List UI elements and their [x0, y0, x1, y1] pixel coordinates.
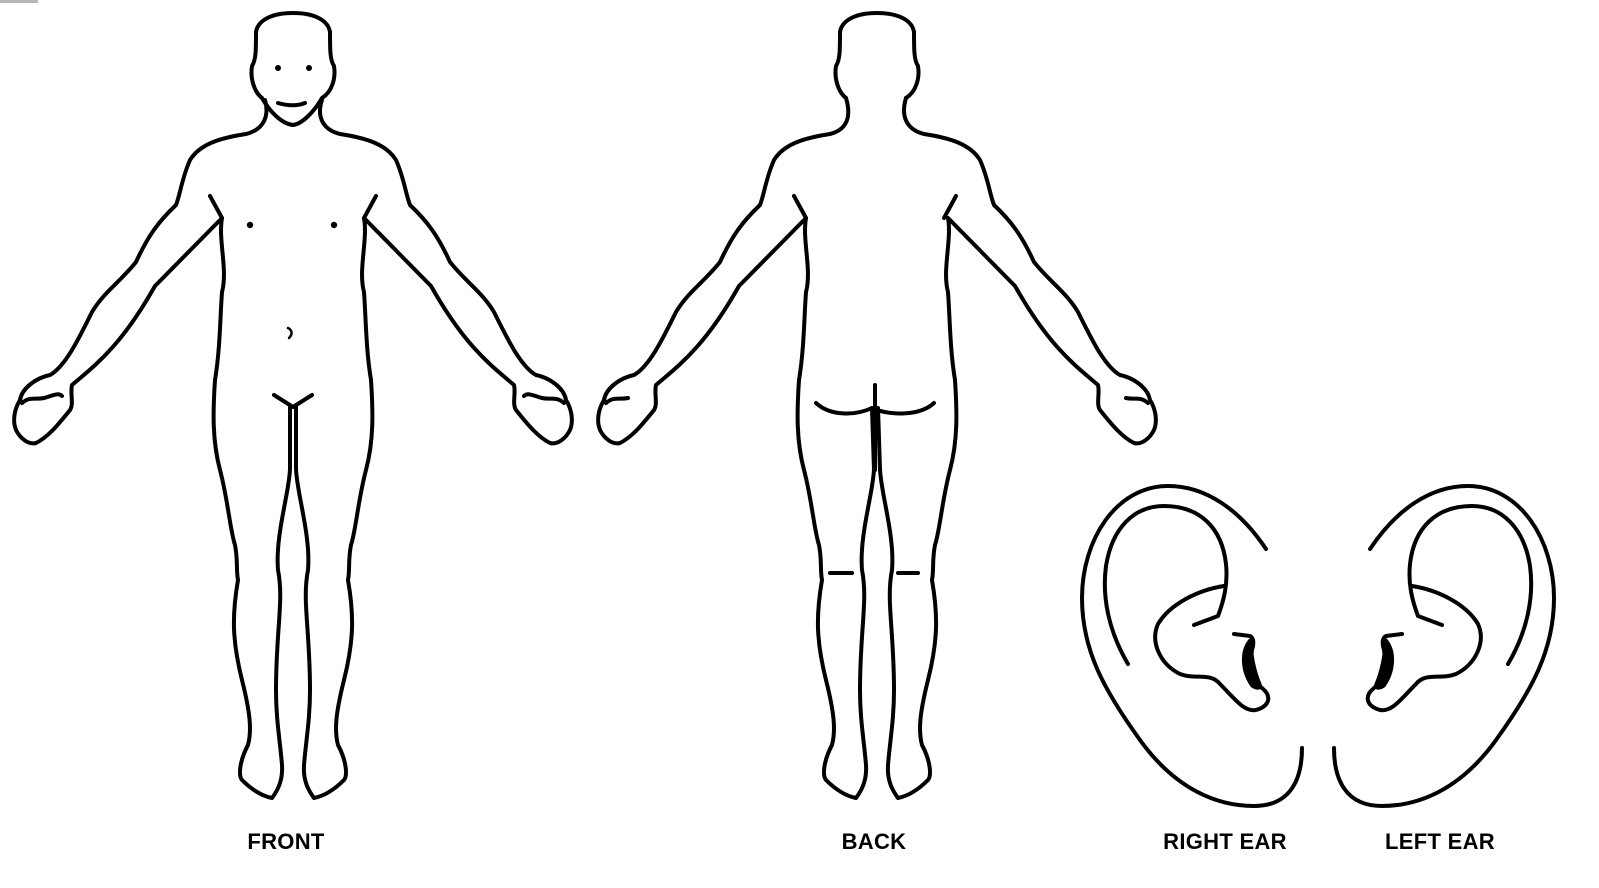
- right-ear-label: RIGHT EAR: [1150, 829, 1300, 855]
- left-ear-inner-helix: [1409, 506, 1531, 664]
- left-ear-label: LEFT EAR: [1370, 829, 1510, 855]
- front-label: FRONT: [236, 829, 336, 855]
- left-ear-canal: [1375, 640, 1392, 688]
- back-label: BACK: [824, 829, 924, 855]
